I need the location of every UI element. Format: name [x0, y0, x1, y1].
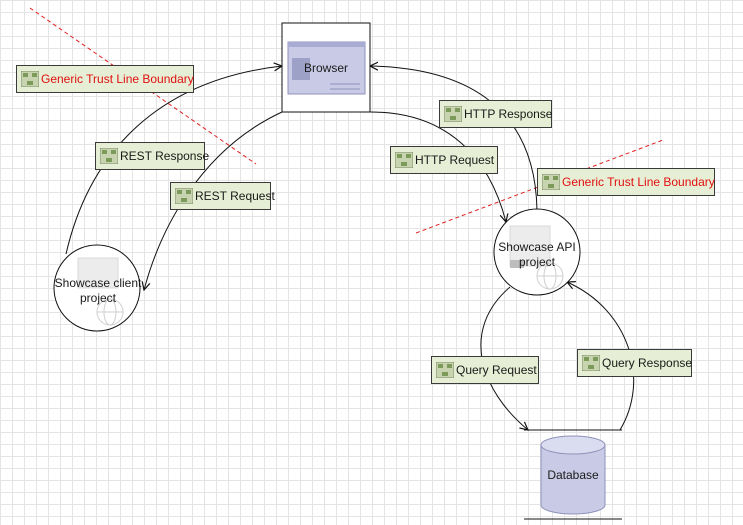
trust-boundary-line-left[interactable] — [29, 7, 257, 165]
boundary-label-text: Generic Trust Line Boundary — [41, 72, 194, 86]
flow-query-response[interactable] — [567, 282, 635, 431]
trust-boundary-label-right[interactable]: Generic Trust Line Boundary — [537, 168, 715, 196]
flow-label-text: HTTP Request — [415, 153, 495, 167]
flow-http-response[interactable] — [370, 66, 538, 211]
flow-label-rest-response[interactable]: REST Response — [95, 142, 209, 170]
flow-label-query-request[interactable]: Query Request — [431, 356, 539, 384]
flow-label-text: HTTP Response — [464, 107, 553, 121]
flow-label-http-request[interactable]: HTTP Request — [390, 146, 498, 174]
client-process-node[interactable] — [53, 244, 141, 332]
flow-label-query-response[interactable]: Query Response — [577, 349, 692, 377]
browser-node[interactable] — [281, 22, 371, 113]
trust-boundary-line-right[interactable] — [415, 139, 664, 234]
flow-http-request[interactable] — [369, 111, 506, 222]
api-label: Showcase API project — [498, 240, 576, 269]
flow-label-text: REST Response — [120, 149, 210, 163]
database-store-node[interactable] — [524, 429, 622, 520]
trust-boundary-label-left[interactable]: Generic Trust Line Boundary — [16, 65, 194, 93]
flow-label-rest-request[interactable]: REST Request — [170, 182, 275, 210]
flow-rest-response[interactable] — [65, 66, 282, 255]
flow-label-text: Query Response — [602, 356, 693, 370]
api-process-node[interactable] — [493, 208, 581, 296]
flow-label-text: Query Request — [456, 363, 537, 377]
client-label: Showcase client project — [54, 276, 142, 305]
boundary-label-text: Generic Trust Line Boundary — [562, 175, 715, 189]
browser-label: Browser — [303, 61, 348, 75]
flow-label-http-response[interactable]: HTTP Response — [439, 100, 552, 128]
database-label: Database — [547, 468, 599, 482]
flow-label-text: REST Request — [195, 189, 275, 203]
